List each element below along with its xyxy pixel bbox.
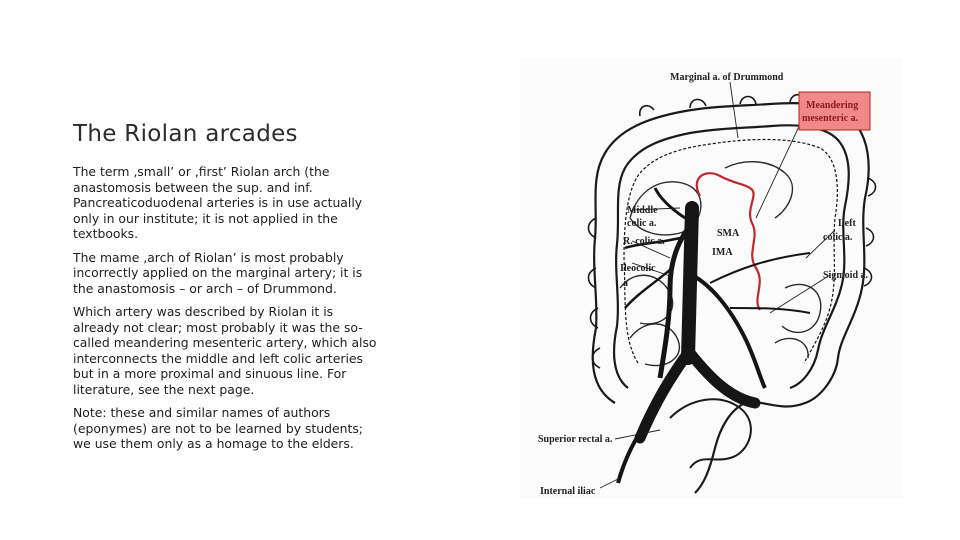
label-meandering-line1: Meandering xyxy=(806,100,858,111)
label-ileocolic-line1: Ileocolic xyxy=(620,263,656,274)
label-marginal-drummond: Marginal a. of Drummond xyxy=(670,72,784,83)
label-superior-rectal: Superior rectal a. xyxy=(538,434,613,445)
paragraph-small-riolan-arch: The term ‚small’ or ‚first’ Riolan arch … xyxy=(73,164,363,241)
label-middle-colic-line1: Middle xyxy=(627,205,658,216)
ileocolic-branch xyxy=(624,267,673,309)
middle-colic-branch xyxy=(653,187,686,220)
left-colic-branch xyxy=(709,252,811,284)
sma-trunk xyxy=(657,221,694,379)
ima-trunk xyxy=(687,271,767,389)
leader-lines xyxy=(599,81,836,489)
label-meandering-line2: mesenteric a. xyxy=(802,113,859,124)
label-ileocolic-line2: a xyxy=(623,278,628,289)
label-sigmoid: Sigmoid a. xyxy=(823,270,869,281)
label-left-colic-line2: colic a. xyxy=(823,232,853,243)
label-middle-colic-line2: colic a. xyxy=(627,218,657,229)
colon-arteries-figure: Marginal a. of Drummond Meandering mesen… xyxy=(520,58,902,498)
iliac-artery-right xyxy=(684,347,761,409)
label-sma: SMA xyxy=(717,228,740,239)
body-text: The term ‚small’ or ‚first’ Riolan arch … xyxy=(73,164,378,460)
paragraph-note-eponymes: Note: these and similar names of authors… xyxy=(73,405,363,451)
slide-title: The Riolan arcades xyxy=(73,121,298,147)
label-left-colic-line1: Left xyxy=(838,218,856,229)
right-colic-branch xyxy=(624,236,681,250)
aorta xyxy=(681,201,699,365)
label-ima: IMA xyxy=(712,247,733,258)
label-internal-iliac: Internal iliac xyxy=(540,486,596,497)
colon-arteries-diagram: Marginal a. of Drummond Meandering mesen… xyxy=(538,72,877,497)
paragraph-riolan-description: Which artery was described by Riolan it … xyxy=(73,304,377,397)
meandering-callout-box xyxy=(798,91,871,131)
paragraph-arch-of-riolan: The mame ‚arch of Riolan’ is most probab… xyxy=(73,249,363,296)
meandering-mesenteric-artery xyxy=(695,172,761,311)
label-right-colic: R. colic a. xyxy=(623,236,665,247)
marginal-artery-drummond xyxy=(623,138,838,364)
sigmoid-branch xyxy=(729,307,811,314)
internal-iliac-branch xyxy=(616,416,652,484)
